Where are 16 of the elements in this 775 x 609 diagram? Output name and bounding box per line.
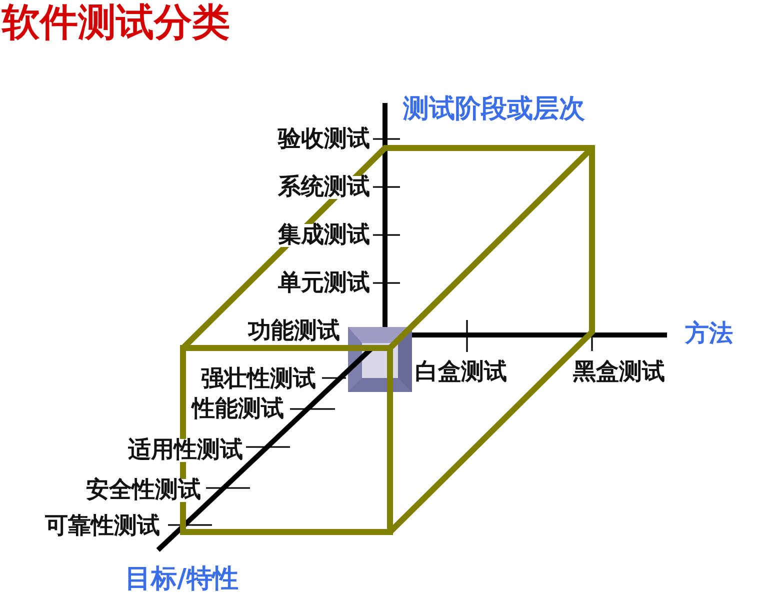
axis-title: 方法 [685, 321, 733, 345]
tick-label: 安全性测试 [86, 479, 201, 502]
tick-label: 功能测试 [248, 320, 340, 343]
tick-label: 集成测试 [278, 224, 370, 247]
axis-title: 测试阶段或层次 [403, 96, 585, 122]
axis-title: 目标/特性 [125, 566, 238, 592]
tick-label: 可靠性测试 [45, 515, 160, 538]
tick-label: 性能测试 [192, 398, 284, 421]
tick-label: 强壮性测试 [201, 368, 316, 391]
tick-label: 单元测试 [278, 272, 370, 295]
tick-label: 适用性测试 [128, 439, 243, 462]
tick-label: 系统测试 [278, 176, 370, 199]
page-title: 软件测试分类 [2, 3, 230, 41]
tick-label: 白盒测试 [415, 361, 507, 384]
tick-label: 黑盒测试 [573, 361, 665, 384]
tick-label: 验收测试 [278, 128, 370, 151]
